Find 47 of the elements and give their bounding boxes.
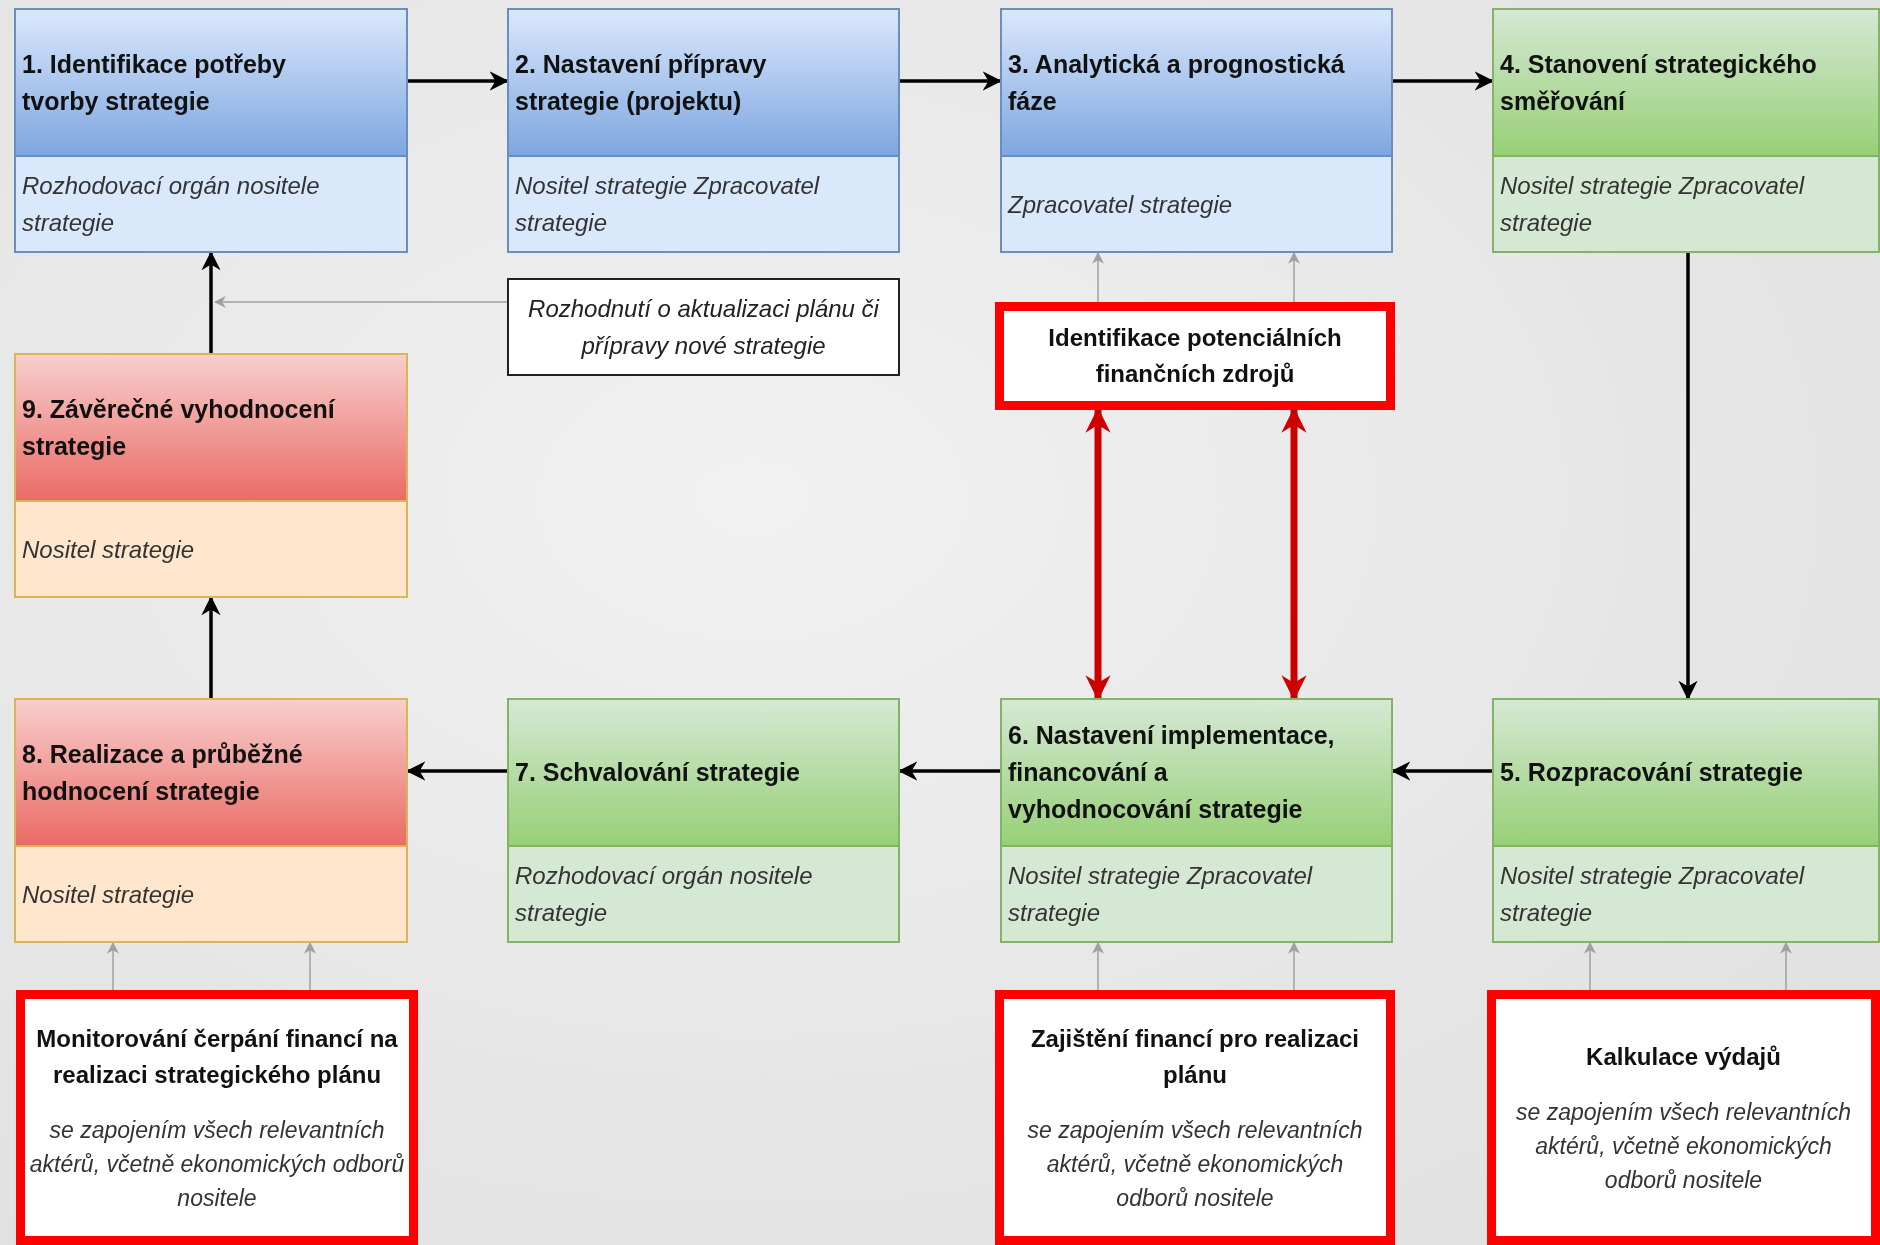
highlight-box bbox=[1487, 990, 1880, 1245]
step-title: 9. Závěrečné vyhodnocení strategie bbox=[16, 355, 406, 502]
task-title: Monitorování čerpání financí na realizaci strategického plánu bbox=[35, 1023, 399, 1090]
process-box bbox=[1000, 698, 1393, 943]
process-box bbox=[14, 8, 408, 253]
task-title: Kalkulace výdajů bbox=[1586, 1041, 1781, 1072]
responsible-party: Rozhodovací orgán nositele strategie bbox=[21, 171, 321, 238]
arrow bbox=[107, 941, 119, 991]
arrow bbox=[1678, 253, 1698, 700]
responsible-party: Nositel strategie Zpracovatel strategie bbox=[1499, 861, 1806, 928]
arrow bbox=[900, 71, 1002, 91]
arrow bbox=[1780, 941, 1792, 991]
responsible-party: Nositel strategie bbox=[21, 534, 196, 565]
arrow bbox=[304, 941, 316, 991]
arrow bbox=[1092, 251, 1104, 303]
highlight-box bbox=[995, 302, 1395, 410]
responsible-party: Rozhodovací orgán nositele strategie bbox=[514, 861, 814, 928]
process-box bbox=[507, 8, 900, 253]
step-title: 8. Realizace a průběžné hodnocení strategie bbox=[16, 700, 406, 847]
arrow bbox=[1288, 251, 1300, 303]
task-note: se zapojením všech relevantních aktérů, včetně ekonomických odborů nositele bbox=[1515, 1097, 1852, 1195]
highlight-box bbox=[995, 990, 1395, 1245]
note-box: Rozhodnutí o aktualizaci plánu či přípravy nové strategie bbox=[507, 278, 900, 376]
process-box bbox=[1492, 698, 1880, 943]
responsible-party: Zpracovatel strategie bbox=[1006, 189, 1234, 220]
responsible-party: Nositel strategie Zpracovatel strategie bbox=[1007, 861, 1314, 928]
process-box bbox=[14, 353, 408, 598]
process-box bbox=[1492, 8, 1880, 253]
process-box bbox=[14, 698, 408, 943]
responsible-party: Nositel strategie bbox=[21, 879, 196, 910]
arrow bbox=[1393, 71, 1494, 91]
arrow bbox=[408, 71, 509, 91]
arrow bbox=[1288, 941, 1300, 991]
task-title: Identifikace potenciálních finančních zdrojů bbox=[1047, 323, 1343, 389]
arrow bbox=[201, 251, 221, 353]
arrow bbox=[1092, 941, 1104, 991]
highlight-box bbox=[16, 990, 418, 1245]
process-box bbox=[507, 698, 900, 943]
task-note: se zapojením všech relevantních aktérů, včetně ekonomických odborů nositele bbox=[29, 1115, 405, 1213]
task-note: se zapojením všech relevantních aktérů, včetně ekonomických odborů nositele bbox=[1026, 1115, 1364, 1213]
arrow bbox=[1584, 941, 1596, 991]
process-box bbox=[1000, 8, 1393, 253]
task-title: Zajištění financí pro realizaci plánu bbox=[1029, 1023, 1361, 1090]
arrow bbox=[201, 596, 221, 698]
responsible-party: Nositel strategie Zpracovatel strategie bbox=[1499, 171, 1806, 238]
arrow bbox=[213, 296, 508, 308]
responsible-party: Nositel strategie Zpracovatel strategie bbox=[514, 171, 821, 238]
